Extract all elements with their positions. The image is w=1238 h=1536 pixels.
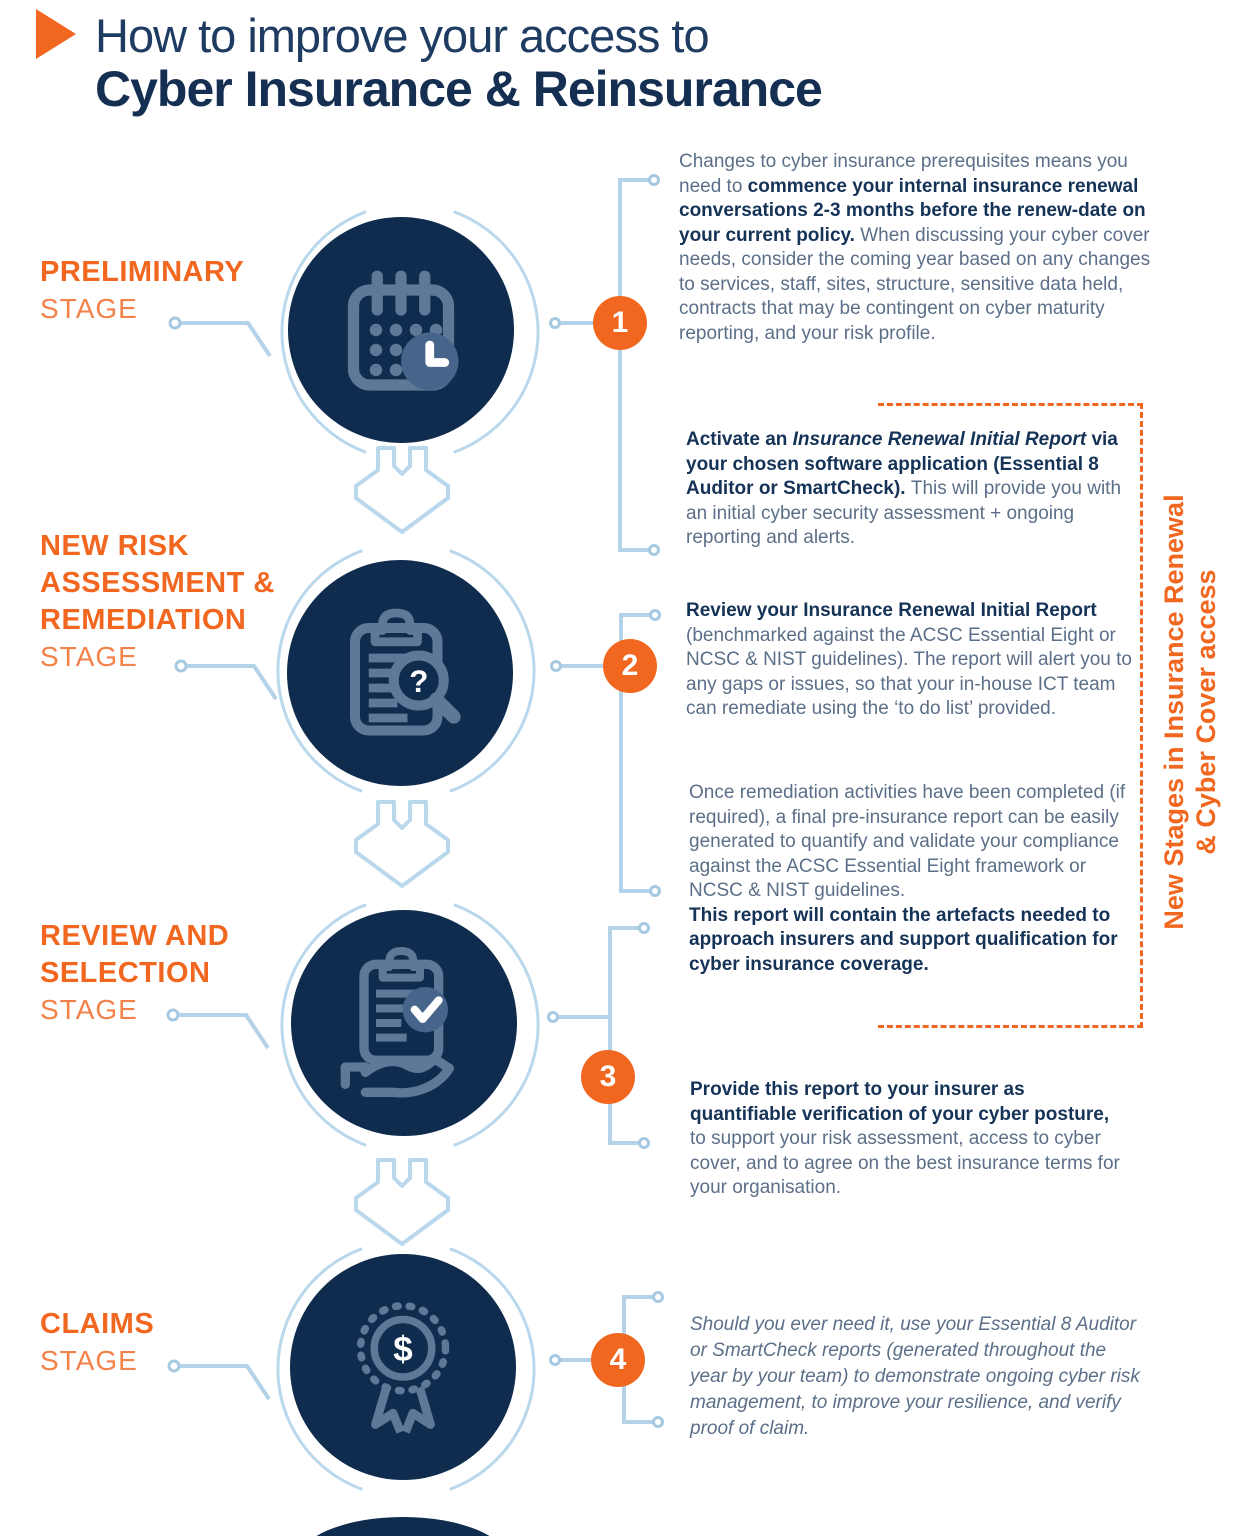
paragraph-segment: Review your Insurance Renewal Initial Re… <box>686 600 1097 621</box>
side-note-vertical-text: New Stages in Insurance Renewal & Cyber … <box>1158 494 1222 929</box>
stage-2-connector-elbow-top <box>619 613 651 617</box>
stage-2-number-badge: 2 <box>603 639 657 693</box>
paragraph-segment: When discussing your cyber cover needs, … <box>679 224 1151 344</box>
side-note-line1: New Stages in Insurance Renewal <box>1159 494 1189 930</box>
paragraph-segment: Insurance Renewal Initial Report <box>792 429 1087 450</box>
stage-2-connector-elbow-bottom <box>619 889 651 893</box>
paragraph-segment: to support your risk assessment, access … <box>690 1128 1120 1198</box>
stage-2-connector-branch <box>561 664 603 668</box>
stage-4-connector-branch <box>560 1358 595 1362</box>
stage-2-connector-line <box>619 615 623 893</box>
stage-3-circle <box>291 910 517 1136</box>
stage-1-connector-dot-top <box>648 174 660 186</box>
paragraph-segment: via your chosen software application (Es… <box>686 429 1118 499</box>
paragraph-segment: Activate an <box>686 429 793 450</box>
stage-3-connector-elbow-top <box>608 926 640 930</box>
paragraph-segment: This will provide you with an initial cy… <box>686 478 1122 548</box>
stage-3-connector-dot-bottom <box>638 1137 650 1149</box>
stage-1-label-connector <box>168 316 272 358</box>
stage-3-label: REVIEW AND SELECTION STAGE <box>40 918 229 1026</box>
stage-4-connector-elbow-top <box>622 1295 654 1299</box>
stage-4-label-connector <box>167 1359 271 1401</box>
down-arrow-icon <box>354 1158 450 1246</box>
stage-1-connector-line <box>618 180 622 552</box>
stage-1-connector-branch <box>560 321 600 325</box>
stage-3-number-badge: 3 <box>581 1050 635 1104</box>
stage-3-connector-branch <box>558 1015 608 1019</box>
stage-2-label-line: NEW RISK <box>40 530 189 562</box>
stage-4-connector-dot-top <box>652 1291 664 1303</box>
svg-text:$: $ <box>393 1330 412 1369</box>
down-arrow-icon <box>354 800 450 888</box>
stage-2-sublabel: STAGE <box>40 641 138 672</box>
stage-4-sublabel: STAGE <box>40 1345 138 1376</box>
stage-4-connector-dot-left <box>549 1354 561 1366</box>
stage-2-connector-dot-top <box>649 609 661 621</box>
paragraph-segment: Changes to cyber insurance prerequisites… <box>679 151 1128 197</box>
clipboard-check-hand-icon <box>340 947 454 1098</box>
stage-1-connector-dot-bottom <box>648 544 660 556</box>
stage-2-label: NEW RISK ASSESSMENT & REMEDIATION STAGE <box>40 528 275 673</box>
new-stages-dashed-bracket <box>878 403 1143 1028</box>
stage-1-number-badge: 1 <box>593 296 647 350</box>
stage-1-sublabel: STAGE <box>40 293 138 324</box>
paragraph-segment: (benchmarked against the ACSC Essential … <box>686 624 1132 720</box>
stage-1-label: PRELIMINARY STAGE <box>40 254 244 325</box>
stage-3-sublabel: STAGE <box>40 994 138 1025</box>
stage-4-circle: $ <box>290 1254 516 1480</box>
stage-1-circle <box>288 217 514 443</box>
paragraph-segment: Provide this report to your insurer as q… <box>690 1079 1110 1125</box>
paragraph-segment: commence your internal insurance renewal… <box>679 175 1146 246</box>
paragraph-segment: Once remediation activities have been co… <box>689 782 1126 901</box>
stage-3-connector-dot-left <box>547 1011 559 1023</box>
stage-3-connector-dot-top <box>638 922 650 934</box>
stage-4-paragraph: Should you ever need it, use your Essent… <box>690 1312 1145 1442</box>
stage-2-connector-dot-left <box>550 660 562 672</box>
stage-3-paragraph: Provide this report to your insurer as q… <box>690 1078 1125 1201</box>
stage-3-label-line: SELECTION <box>40 957 211 989</box>
stage-1-paragraph-b: Activate an Insurance Renewal Initial Re… <box>686 428 1138 551</box>
stage-4-label-line: CLAIMS <box>40 1308 155 1340</box>
stage-2-circle: ? <box>287 560 513 786</box>
stage-2-paragraph-b: Once remediation activities have been co… <box>689 781 1141 977</box>
next-stage-circle-cropped <box>297 1517 509 1536</box>
side-note-line2: & Cyber Cover access <box>1191 569 1221 855</box>
award-ribbon-dollar-icon: $ <box>356 1302 450 1434</box>
stage-3-label-line: REVIEW AND <box>40 920 230 952</box>
stage-1-paragraph-a: Changes to cyber insurance prerequisites… <box>679 150 1151 346</box>
paragraph-segment: Should you ever need it, use your Essent… <box>690 1314 1140 1439</box>
paragraph-segment: This report will contain the artefacts n… <box>689 904 1118 975</box>
calendar-clock-icon <box>347 270 459 391</box>
stage-2-connector-dot-bottom <box>649 885 661 897</box>
stage-2-label-line: ASSESSMENT & <box>40 567 275 599</box>
stage-3-connector-line <box>608 928 612 1145</box>
header-arrow-icon <box>36 9 76 59</box>
stage-1-label-line: PRELIMINARY <box>40 256 245 288</box>
down-arrow-icon <box>354 446 450 534</box>
stage-3-label-connector <box>166 1008 270 1050</box>
page-title-line1: How to improve your access to <box>95 9 710 62</box>
stage-4-connector-elbow-bottom <box>622 1420 654 1424</box>
stage-4-number-badge: 4 <box>591 1333 645 1387</box>
svg-text:?: ? <box>409 664 428 699</box>
stage-2-label-line: REMEDIATION <box>40 604 247 636</box>
stage-4-connector-dot-bottom <box>652 1416 664 1428</box>
stage-1-connector-elbow-top <box>618 178 650 182</box>
stage-2-paragraph-a: Review your Insurance Renewal Initial Re… <box>686 599 1144 722</box>
stage-2-label-connector <box>174 659 278 701</box>
clipboard-magnifier-question-icon: ? <box>350 608 461 736</box>
stage-3-connector-elbow-bottom <box>608 1141 640 1145</box>
stage-1-connector-dot-left <box>549 317 561 329</box>
stage-1-connector-elbow-bottom <box>618 548 650 552</box>
stage-4-label: CLAIMS STAGE <box>40 1306 154 1377</box>
page-title-line2: Cyber Insurance & Reinsurance <box>95 61 823 117</box>
